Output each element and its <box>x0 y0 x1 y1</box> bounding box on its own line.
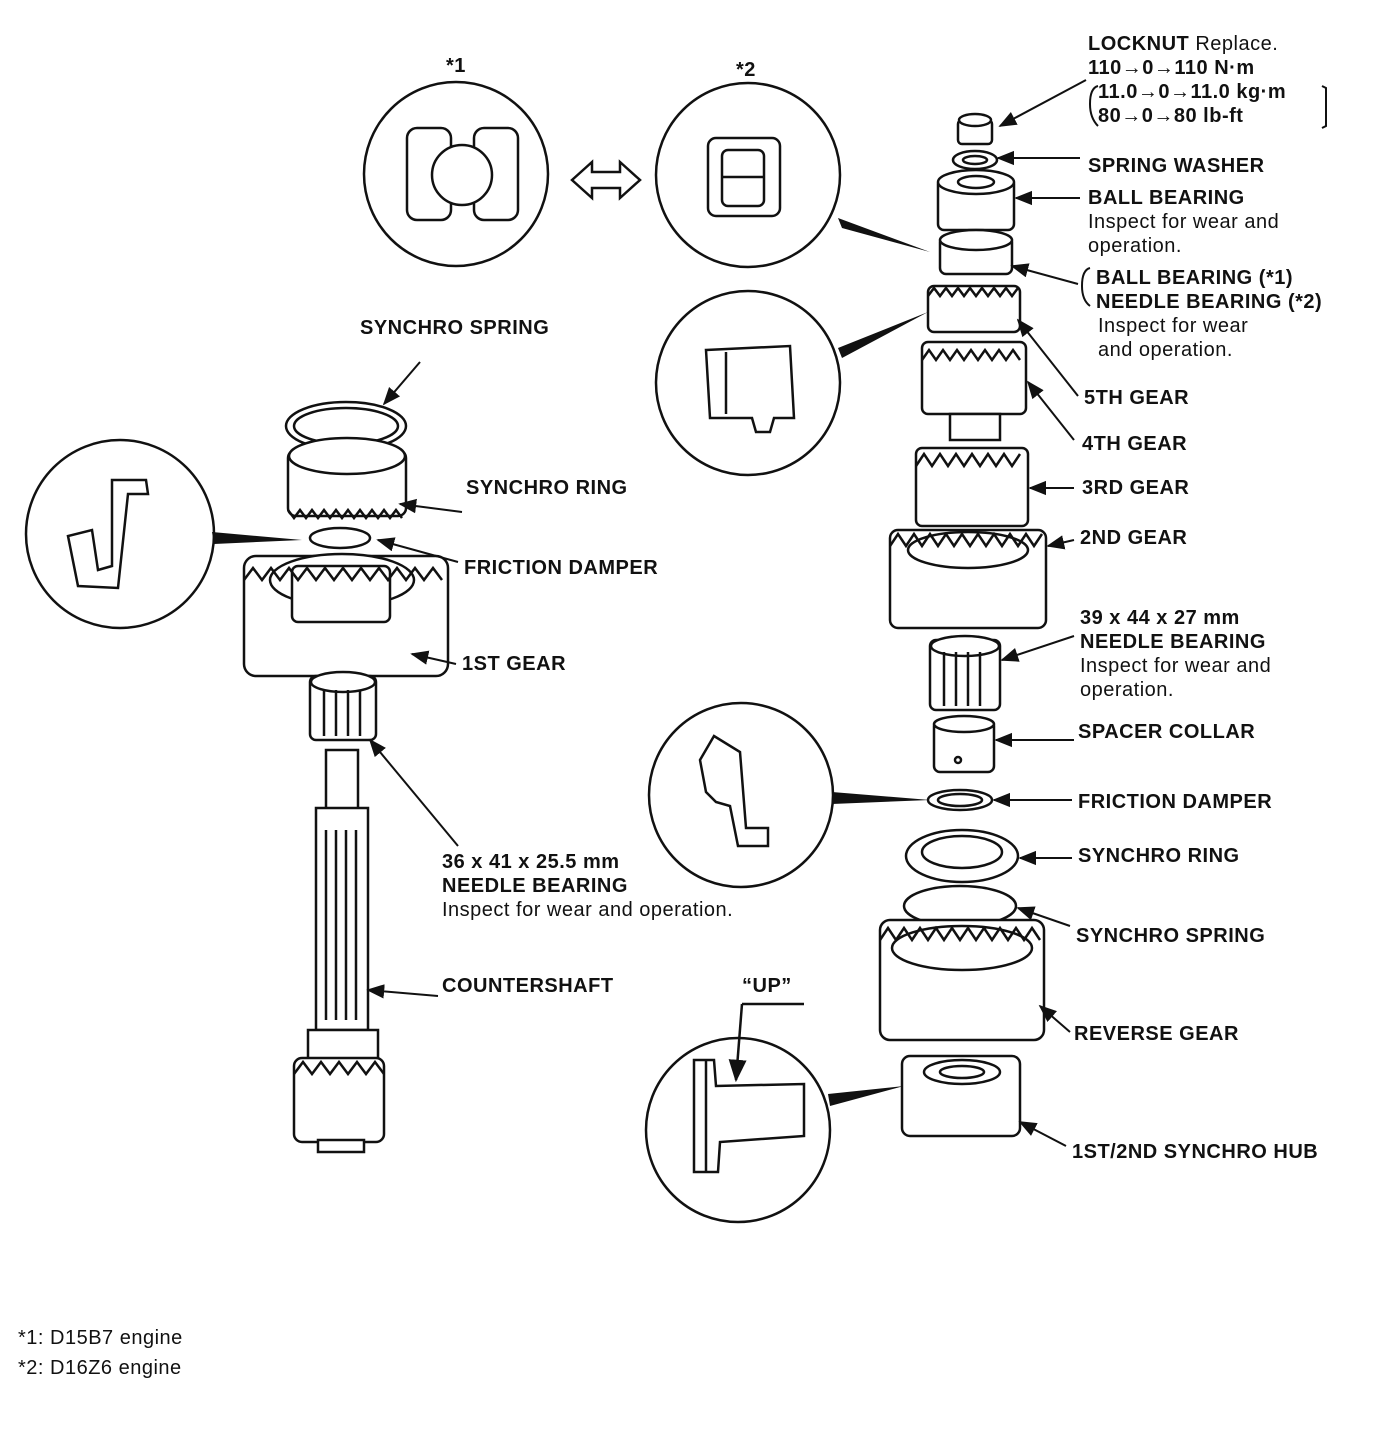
footnotes: *1: D15B7 engine *2: D16Z6 engine <box>18 1327 183 1379</box>
mainshaft-stack <box>878 112 1048 1138</box>
spacer-collar-label: SPACER COLLAR <box>1078 721 1256 743</box>
gear2-label: 2ND GEAR <box>1080 527 1188 549</box>
synchro-spring-left-label: SYNCHRO SPRING <box>360 317 550 339</box>
ball-bearing-label: BALL BEARING Inspect for wear and operat… <box>1088 187 1280 257</box>
detail-circle-3 <box>654 289 842 477</box>
up-tag: “UP” <box>742 975 792 997</box>
countershaft-stack <box>242 400 450 1154</box>
friction-damper-left-label: FRICTION DAMPER <box>464 557 659 579</box>
countershaft-label: COUNTERSHAFT <box>442 975 614 997</box>
circle-1-tag: *1 <box>446 55 466 77</box>
bearing-variant-label: BALL BEARING (*1) NEEDLE BEARING (*2) In… <box>1096 267 1323 361</box>
detail-circle-left <box>24 438 216 630</box>
needle-bearing-right-label: 39 x 44 x 27 mm NEEDLE BEARING Inspect f… <box>1080 607 1272 701</box>
synchro-hub-label: 1ST/2ND SYNCHRO HUB <box>1072 1141 1319 1163</box>
detail-circle-1 <box>362 80 550 268</box>
synchro-spring-right-label: SYNCHRO SPRING <box>1076 925 1266 947</box>
detail-circle-up <box>644 1002 832 1224</box>
gear1-label: 1ST GEAR <box>462 653 567 675</box>
double-arrow-icon <box>570 159 642 201</box>
reverse-gear-label: REVERSE GEAR <box>1074 1023 1239 1045</box>
detail-pointers <box>212 218 930 1106</box>
synchro-ring-left-label: SYNCHRO RING <box>466 477 628 499</box>
leader-arrows <box>366 79 1087 1147</box>
synchro-ring-right-label: SYNCHRO RING <box>1078 845 1240 867</box>
gear3-label: 3RD GEAR <box>1082 477 1190 499</box>
circle-2-tag: *2 <box>736 59 756 81</box>
gear5-label: 5TH GEAR <box>1084 387 1190 409</box>
friction-damper-right-label: FRICTION DAMPER <box>1078 791 1273 813</box>
needle-bearing-left-label: 36 x 41 x 25.5 mm NEEDLE BEARING Inspect… <box>442 851 734 921</box>
torque-brackets <box>1080 85 1327 307</box>
detail-circle-2 <box>654 81 842 269</box>
locknut-label: LOCKNUT Replace. 110→0→110 N·m 11.0→0→11… <box>1088 33 1287 127</box>
spring-washer-label: SPRING WASHER <box>1088 155 1265 177</box>
gear4-label: 4TH GEAR <box>1082 433 1188 455</box>
